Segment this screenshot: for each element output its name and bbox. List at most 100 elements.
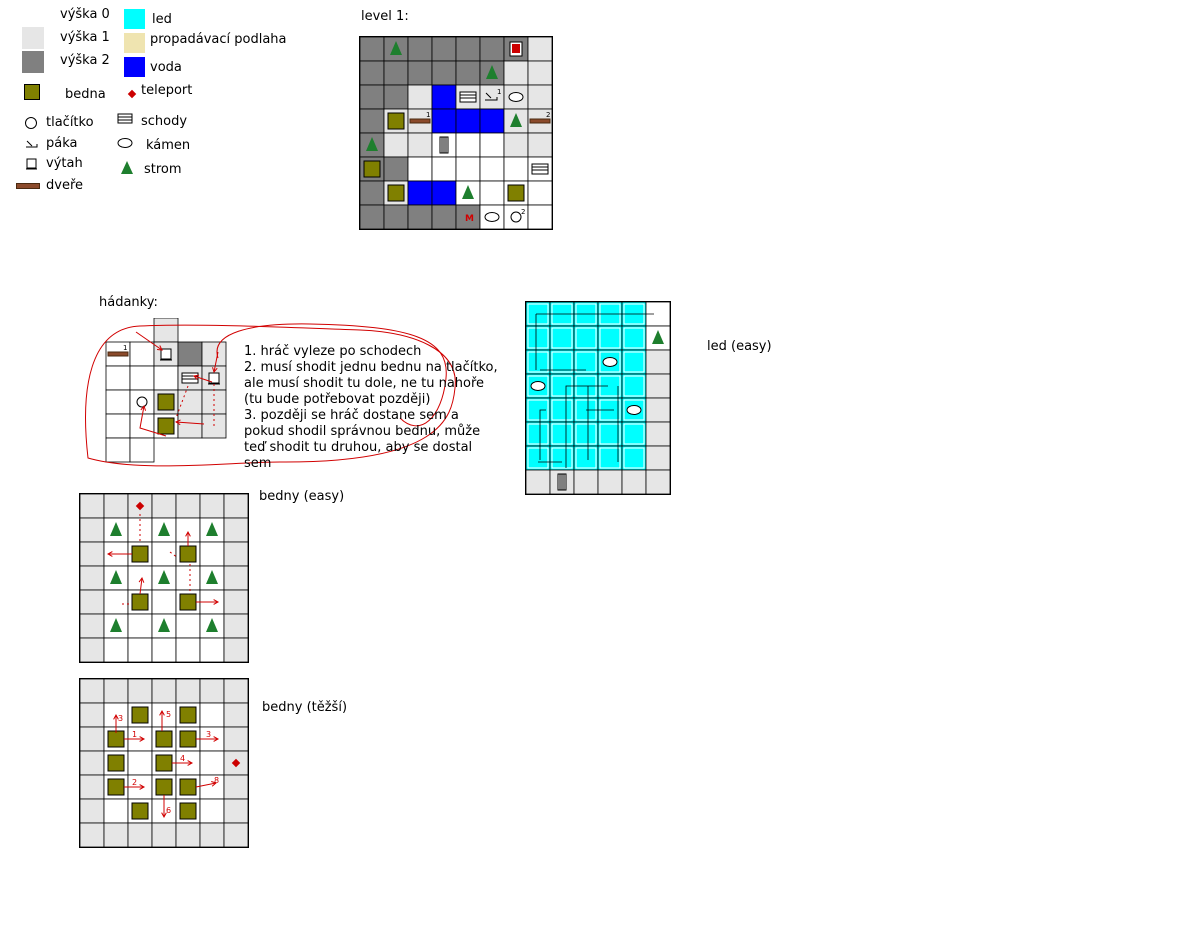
puzzle-note-1: 1. hráč vyleze po schodech bbox=[244, 344, 422, 359]
crate-hard-cell bbox=[199, 798, 225, 824]
ice-cell bbox=[597, 445, 623, 471]
ice-tile-inner bbox=[575, 351, 597, 373]
crate-hard-cell bbox=[199, 679, 225, 704]
ice-cell bbox=[549, 421, 575, 447]
height1-swatch bbox=[22, 27, 44, 49]
grid-cell bbox=[479, 37, 505, 62]
grid-cell bbox=[360, 180, 385, 206]
ice-cell bbox=[526, 325, 551, 351]
ice-cell bbox=[549, 397, 575, 423]
crate-easy-cell bbox=[127, 613, 153, 639]
stone-icon bbox=[602, 357, 618, 367]
grid-cell bbox=[383, 84, 409, 110]
legend-elevator-label: výtah bbox=[46, 156, 83, 171]
ice-cell bbox=[645, 397, 670, 423]
button-icon bbox=[136, 396, 148, 408]
ice-tile-inner bbox=[527, 351, 549, 373]
tree-icon bbox=[121, 161, 133, 174]
ice-cell bbox=[573, 325, 599, 351]
door-icon bbox=[409, 118, 431, 124]
crate-hard-cell bbox=[199, 774, 225, 800]
lever-icon bbox=[485, 92, 498, 101]
ice-tile-inner bbox=[599, 423, 621, 445]
ice-cell bbox=[573, 445, 599, 471]
grid-cell bbox=[503, 60, 529, 86]
height2-swatch bbox=[22, 51, 44, 73]
ice-tile-inner bbox=[527, 423, 549, 445]
grid-cell bbox=[407, 132, 433, 158]
ice-tile-inner bbox=[575, 327, 597, 349]
grid-cell bbox=[455, 60, 481, 86]
crate-icon bbox=[179, 778, 197, 796]
ice-cell bbox=[621, 325, 647, 351]
stairs-icon bbox=[181, 372, 199, 384]
ice-tile-inner bbox=[623, 399, 645, 421]
ice-tile-inner bbox=[527, 327, 549, 349]
crate-easy-cell bbox=[199, 637, 225, 662]
puzzle-cell bbox=[177, 413, 203, 439]
legend-height2-label: výška 2 bbox=[60, 53, 110, 68]
puzzle-cell bbox=[177, 341, 203, 367]
ice-tile-inner bbox=[623, 327, 645, 349]
elevator-icon bbox=[26, 158, 37, 170]
door-number: 1 bbox=[123, 344, 127, 352]
arrow-head bbox=[156, 345, 163, 351]
puzzles-title: hádanky: bbox=[99, 295, 158, 310]
crate-hard-cell bbox=[151, 822, 177, 847]
crate-easy-cell bbox=[80, 494, 105, 519]
ice-cell bbox=[526, 397, 551, 423]
legend-stone-label: kámen bbox=[146, 138, 191, 153]
puzzle-cell bbox=[129, 365, 155, 391]
tree-icon bbox=[110, 618, 122, 632]
tree-icon bbox=[462, 185, 474, 199]
crate-easy-cell bbox=[80, 613, 105, 639]
crate-hard-cell bbox=[103, 679, 129, 704]
ice-path bbox=[565, 385, 608, 468]
ice-tile-inner bbox=[551, 447, 573, 469]
crate-hard-cell bbox=[103, 798, 129, 824]
crate-easy-cell bbox=[175, 565, 201, 591]
grid-cell bbox=[407, 204, 433, 229]
crate-easy-cell bbox=[103, 589, 129, 615]
grid-cell bbox=[407, 84, 433, 110]
arrow-head bbox=[185, 530, 191, 537]
crate-easy-cell bbox=[199, 494, 225, 519]
puzzle-cell bbox=[201, 341, 227, 367]
puzzle-cell bbox=[153, 317, 179, 343]
door-icon bbox=[107, 351, 129, 357]
ice-tile-inner bbox=[527, 399, 549, 421]
arrow-head bbox=[174, 419, 181, 426]
crate-easy-cell bbox=[80, 589, 105, 615]
teleport-icon bbox=[127, 89, 137, 99]
push-order-number: 5 bbox=[166, 710, 171, 719]
grid-cell bbox=[503, 132, 529, 158]
stairs-icon bbox=[459, 91, 477, 103]
tree-icon bbox=[510, 113, 522, 127]
door-number: 1 bbox=[426, 111, 430, 119]
stone-number: 2 bbox=[521, 208, 525, 216]
ice-tile-inner bbox=[527, 447, 549, 469]
puzzle-note-8: sem bbox=[244, 456, 272, 471]
legend-button-label: tlačítko bbox=[46, 115, 94, 130]
tree-icon bbox=[390, 41, 402, 55]
grid-cell bbox=[431, 60, 457, 86]
ice-cell bbox=[526, 445, 551, 471]
grid-cell bbox=[407, 37, 433, 62]
grid-cell bbox=[455, 204, 481, 229]
crate-easy-cell bbox=[80, 637, 105, 662]
crate-hard-cell bbox=[175, 679, 201, 704]
grid-cell bbox=[527, 132, 552, 158]
tree-icon bbox=[366, 137, 378, 151]
button-icon bbox=[510, 211, 522, 223]
ice-tile-inner bbox=[551, 399, 573, 421]
ice-cell bbox=[645, 469, 670, 494]
crates-easy-grid bbox=[79, 493, 249, 663]
grid-cell bbox=[431, 108, 457, 134]
ice-cell bbox=[645, 373, 670, 399]
crate-easy-cell bbox=[223, 494, 248, 519]
puzzle-cell bbox=[177, 389, 203, 415]
ice-cell bbox=[597, 469, 623, 494]
door-icon bbox=[16, 183, 40, 189]
